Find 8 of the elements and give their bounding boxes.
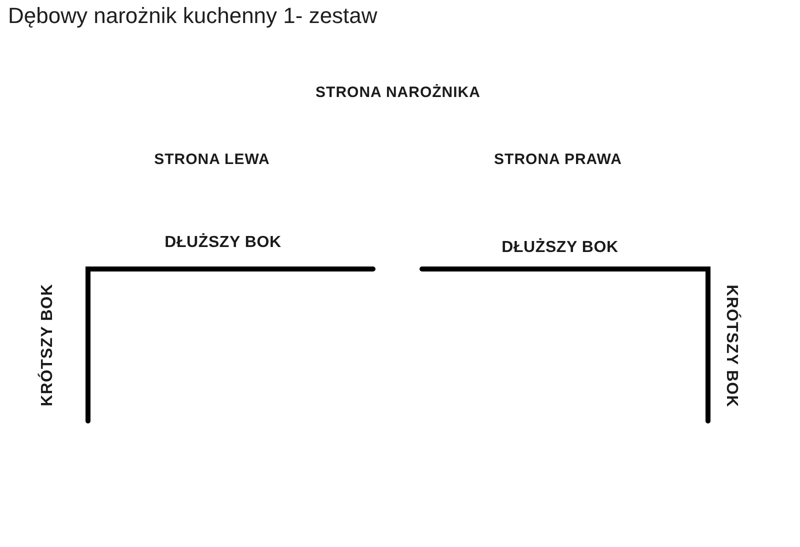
vertical-side-label: KRÓTSZY BOK [39, 284, 57, 406]
vertical-side-label: KRÓTSZY BOK [722, 284, 740, 408]
region-label: STRONA PRAWA [494, 152, 622, 168]
side-label: DŁUŻSZY BOK [164, 234, 282, 252]
region-label: STRONA NAROŻNIKA [316, 84, 480, 102]
region-label: STRONA LEWA [154, 152, 270, 168]
side-label: DŁUŻSZY BOK [502, 239, 618, 257]
page-title: Dębowy narożnik kuchenny 1- zestaw [8, 2, 378, 30]
